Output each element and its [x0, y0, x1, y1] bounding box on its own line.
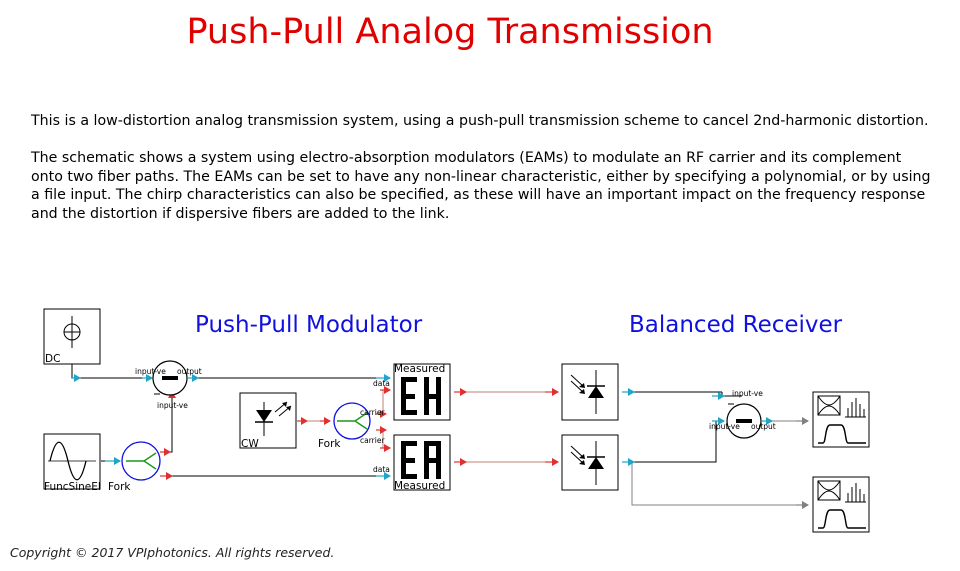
- eam-top-label: Measured: [394, 363, 445, 375]
- eam-top-data-label: data: [373, 379, 390, 388]
- receiver-output-label: output: [751, 422, 776, 431]
- subtractor-input-ve-label: input-ve: [135, 367, 166, 376]
- spectrum-icon: [817, 395, 866, 444]
- func-sine-module[interactable]: FuncSineEl: [43, 433, 101, 493]
- dc-source-module[interactable]: DC: [43, 308, 101, 365]
- photodiode-icon: [570, 370, 605, 414]
- photodiode-icon: [570, 441, 605, 485]
- section-label-balanced-receiver: Balanced Receiver: [629, 312, 843, 338]
- receiver-input-ve-left-label: input-ve: [709, 422, 740, 431]
- section-label-push-pull-modulator: Push-Pull Modulator: [195, 312, 423, 338]
- page-title: Push-Pull Analog Transmission: [186, 12, 714, 52]
- fork-icon: [337, 412, 368, 430]
- fork-1-label: Fork: [108, 481, 131, 493]
- minus-icon: [162, 376, 178, 380]
- fork-1-module[interactable]: Fork: [108, 441, 161, 493]
- fork-2-label: Fork: [318, 438, 341, 450]
- minus-icon: [736, 419, 752, 423]
- description-paragraph-2: The schematic shows a system using elect…: [31, 150, 931, 222]
- fork-icon: [126, 452, 157, 470]
- receiver-subtractor-module[interactable]: input-ve input-ve output: [709, 389, 776, 439]
- laser-diode-icon: [255, 401, 292, 436]
- fork-2-module[interactable]: Fork carrier carrier: [318, 402, 385, 450]
- photodiode-top-module[interactable]: [561, 363, 619, 421]
- schematic-canvas: Push-Pull Modulator Balanced Receiver: [43, 308, 870, 533]
- wire-pd-bottom-to-analyzer-bottom[interactable]: [631, 462, 806, 506]
- cw-label: CW: [241, 438, 259, 450]
- eam-icon: [401, 441, 441, 479]
- eam-bottom-data-label: data: [373, 465, 390, 474]
- receiver-input-ve-top-label: input-ve: [732, 389, 763, 398]
- eam-top-module[interactable]: Measured data: [373, 363, 451, 421]
- spectrum-icon: [817, 480, 866, 529]
- eam-icon: [401, 377, 441, 415]
- photodiode-bottom-module[interactable]: [561, 434, 619, 491]
- eam-bottom-module[interactable]: Measured data: [373, 434, 451, 492]
- signal-analyzer-top-module[interactable]: [812, 391, 870, 448]
- carrier-bottom-label: carrier: [360, 436, 385, 445]
- func-sine-label: FuncSineEl: [44, 481, 101, 493]
- carrier-top-label: carrier: [360, 408, 385, 417]
- subtractor-output-label: output: [177, 367, 202, 376]
- subtractor-module[interactable]: input-ve output input-ve: [135, 360, 202, 410]
- description-paragraph-1: This is a low-distortion analog transmis…: [31, 113, 929, 129]
- sine-wave-icon: [49, 441, 87, 481]
- subtractor-input-ve-label-2: input-ve: [157, 401, 188, 410]
- copyright-notice: Copyright © 2017 VPIphotonics. All right…: [10, 545, 335, 560]
- dc-label: DC: [45, 353, 60, 365]
- cw-laser-module[interactable]: CW: [239, 392, 297, 450]
- eam-bottom-label: Measured: [394, 480, 445, 492]
- signal-analyzer-bottom-module[interactable]: [812, 476, 870, 533]
